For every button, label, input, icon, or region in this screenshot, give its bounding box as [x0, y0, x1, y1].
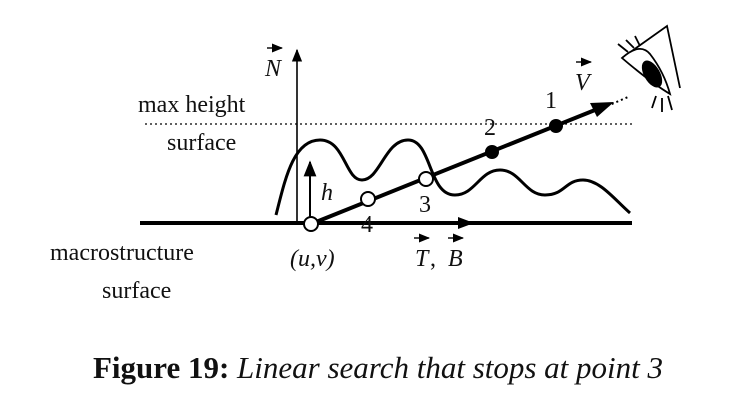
eye-icon — [617, 24, 681, 112]
macro-label-line1: macrostructure — [50, 240, 194, 266]
max-height-label-line2: surface — [167, 130, 236, 156]
macro-label-line2: surface — [102, 278, 171, 304]
tb-arrowhead — [458, 217, 474, 229]
max-height-label-line1: max height — [138, 92, 246, 118]
view-ray-arrowhead — [590, 102, 614, 117]
height-field-curve — [274, 138, 631, 216]
binormal-label: B — [448, 246, 463, 272]
normal-label: N — [264, 56, 283, 82]
uv-label: (u,v) — [290, 246, 335, 272]
figure-caption: Figure 19: Linear search that stops at p… — [0, 350, 756, 386]
point-4 — [360, 191, 376, 207]
point-2 — [485, 145, 499, 159]
point-4-label: 4 — [361, 212, 373, 238]
point-1 — [549, 119, 563, 133]
point-3-label: 3 — [419, 192, 431, 218]
point-2-label: 2 — [484, 115, 496, 141]
point-uv — [303, 216, 319, 232]
tb-separator: , — [430, 246, 436, 272]
figure-number: Figure 19: — [92, 350, 230, 385]
point-3 — [418, 171, 434, 187]
point-1-label: 1 — [545, 88, 557, 114]
view-label: V — [575, 70, 592, 96]
tangent-label: T — [415, 246, 430, 272]
figure-caption-text: Linear search that stops at point 3 — [237, 350, 664, 385]
h-label: h — [321, 180, 333, 206]
